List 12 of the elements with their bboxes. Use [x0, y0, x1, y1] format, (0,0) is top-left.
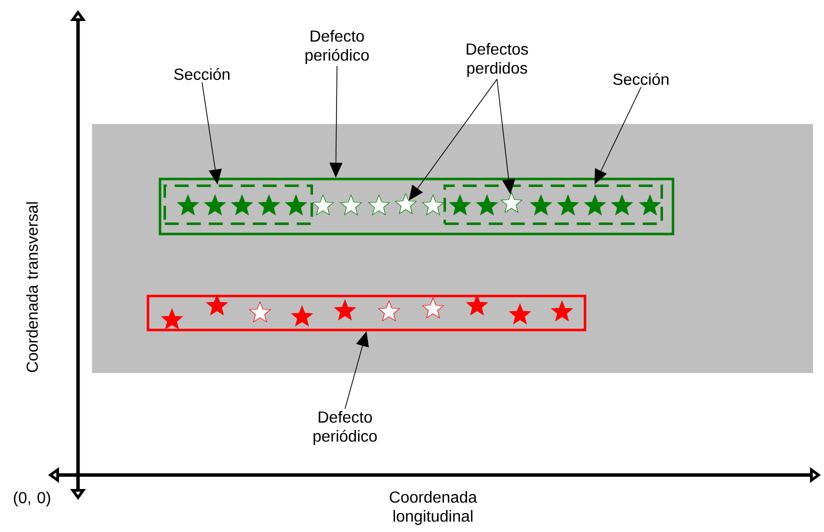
section-box: [164, 184, 313, 225]
section-box: [444, 184, 663, 225]
axis-label: Coordenada transversal: [26, 202, 38, 372]
callout-text: Defectos perdidos: [466, 43, 528, 77]
origin-label: (0, 0): [14, 492, 50, 506]
defect-band: [158, 178, 674, 236]
axis-label: Coordenada longitudinal: [390, 491, 478, 525]
callout-text: Sección: [174, 68, 230, 80]
callout-text: Defecto periódico: [314, 411, 377, 445]
callout-text: Sección: [613, 73, 668, 85]
callout-text: Defecto periódico: [306, 30, 369, 64]
defect-band: [146, 294, 586, 332]
